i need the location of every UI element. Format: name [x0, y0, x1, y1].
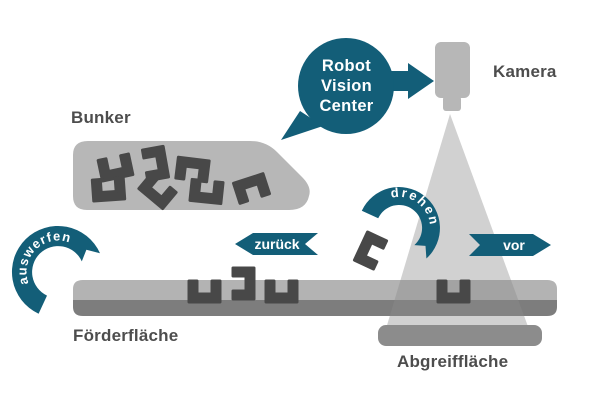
forward-arrow-ribbon: [469, 234, 551, 256]
camera-lens-mount: [443, 96, 461, 111]
robot-vision-center-badge-text: Robot Vision Center: [299, 56, 394, 116]
forward-arrow-label: vor: [503, 237, 525, 253]
badge-line-2: Vision: [320, 77, 372, 95]
bunker-shape: [73, 141, 310, 210]
conveyor-surface-label: Förderfläche: [73, 326, 179, 345]
back-arrow-label: zurück: [254, 236, 299, 252]
camera-label: Kamera: [493, 62, 557, 81]
bunker-label: Bunker: [71, 108, 131, 127]
badge-line-1: Robot: [321, 57, 372, 75]
eject-arc-arrow: [11, 225, 101, 314]
camera-icon: [435, 42, 470, 98]
badge-line-3: Center: [319, 97, 374, 115]
pickup-surface-bar: [378, 325, 542, 346]
conveyor-bottom-band: [73, 300, 557, 316]
u-bracket-part-rotating: [352, 230, 389, 271]
badge-arrow-to-camera: [390, 63, 434, 99]
camera-light-cone: [385, 114, 530, 332]
badge-tail: [281, 111, 323, 140]
back-arrow-ribbon: [235, 233, 318, 255]
eject-arc-label: auswerfen: [14, 228, 73, 286]
rotate-arc-arrow: [361, 187, 440, 259]
badge-circle: [298, 38, 394, 134]
pickup-surface-label: Abgreiffläche: [397, 352, 509, 371]
